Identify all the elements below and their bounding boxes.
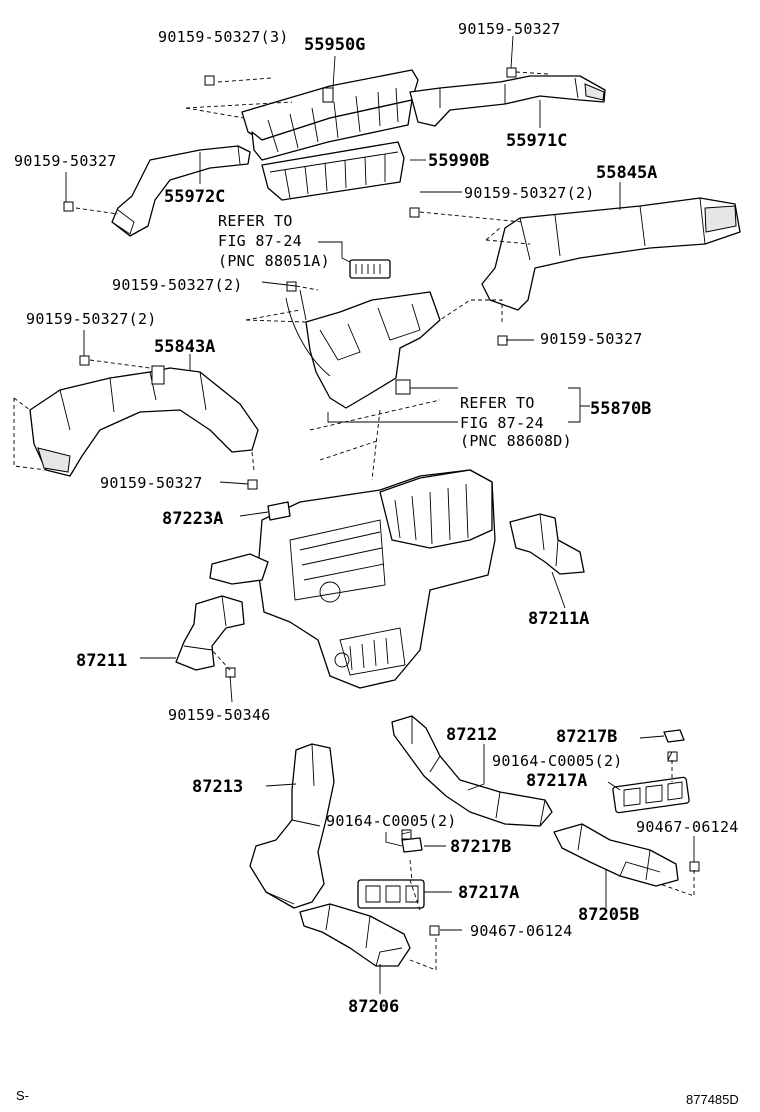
- label-87205B: 87205B: [578, 905, 639, 925]
- label-55843A: 55843A: [154, 337, 215, 357]
- part-55972C: [111, 145, 251, 237]
- label-90159-50327-left: 90159-50327: [14, 152, 117, 170]
- label-87211: 87211: [76, 651, 127, 671]
- label-90467-06124-right: 90467-06124: [636, 818, 739, 836]
- fasteners: [63, 67, 700, 936]
- label-87217B-lower: 87217B: [450, 837, 511, 857]
- label-90159-50327-top-right: 90159-50327: [458, 20, 561, 38]
- part-87206: [299, 903, 411, 967]
- label-55971C: 55971C: [506, 131, 567, 151]
- part-87217A-lower: [357, 879, 425, 909]
- ref-88051A-line3: (PNC 88051A): [218, 252, 330, 270]
- label-87217A-upper: 87217A: [526, 771, 587, 791]
- part-87217B-lower: [401, 837, 423, 853]
- figure-id: 877485D: [686, 1092, 739, 1107]
- part-55990B: [261, 141, 405, 201]
- part-55843A: [29, 365, 259, 477]
- label-55950G: 55950G: [304, 35, 365, 55]
- alignment-lines: [13, 71, 695, 971]
- label-90467-06124-lower: 90467-06124: [470, 922, 573, 940]
- label-87217B-upper: 87217B: [556, 727, 617, 747]
- label-90164-C0005-2-lower: 90164-C0005(2): [326, 812, 457, 830]
- label-90159-50327-2-center: 90159-50327(2): [112, 276, 243, 294]
- label-90159-50346: 90159-50346: [168, 706, 271, 724]
- ref-88608D-line3: (PNC 88608D): [460, 432, 572, 450]
- part-labels: 90159-50327(3) 55950G 90159-50327 55971C…: [14, 20, 739, 1107]
- leader-lines: [65, 35, 695, 994]
- label-90159-50327-unit: 90159-50327: [100, 474, 203, 492]
- label-55972C: 55972C: [164, 187, 225, 207]
- part-87211: [175, 595, 245, 671]
- label-55845A: 55845A: [596, 163, 657, 183]
- label-55870B: 55870B: [590, 399, 651, 419]
- part-87217A-upper: [612, 776, 690, 814]
- part-87223A: [267, 501, 291, 521]
- label-90164-C0005-2-upper: 90164-C0005(2): [492, 752, 623, 770]
- part-87211A: [509, 513, 585, 575]
- label-90159-50327-3: 90159-50327(3): [158, 28, 289, 46]
- label-87213: 87213: [192, 777, 243, 797]
- heater-unit: [209, 469, 496, 689]
- ref-88608D-line1: REFER TO: [460, 394, 535, 412]
- part-87213: [249, 743, 335, 909]
- footer-left-code: S-: [16, 1088, 29, 1103]
- part-87217B-upper: [663, 729, 685, 743]
- label-55990B: 55990B: [428, 151, 489, 171]
- part-87205B: [553, 823, 679, 887]
- label-90159-50327-2-right: 90159-50327(2): [464, 184, 595, 202]
- register-ref-88051A: [349, 259, 391, 279]
- label-90159-50327-2-left: 90159-50327(2): [26, 310, 157, 328]
- label-87206: 87206: [348, 997, 399, 1017]
- label-90159-50327-mid-right: 90159-50327: [540, 330, 643, 348]
- part-55845A: [481, 197, 741, 311]
- label-87212: 87212: [446, 725, 497, 745]
- part-55971C: [409, 75, 606, 127]
- part-55950G: [241, 69, 419, 161]
- label-87217A-lower: 87217A: [458, 883, 519, 903]
- ref-88608D-line2: FIG 87-24: [460, 414, 544, 432]
- part-87212: [391, 715, 553, 827]
- label-87211A: 87211A: [528, 609, 589, 629]
- ref-88051A-line1: REFER TO: [218, 212, 293, 230]
- label-87223A: 87223A: [162, 509, 223, 529]
- part-55870B: [285, 289, 441, 409]
- ref-88051A-line2: FIG 87-24: [218, 232, 302, 250]
